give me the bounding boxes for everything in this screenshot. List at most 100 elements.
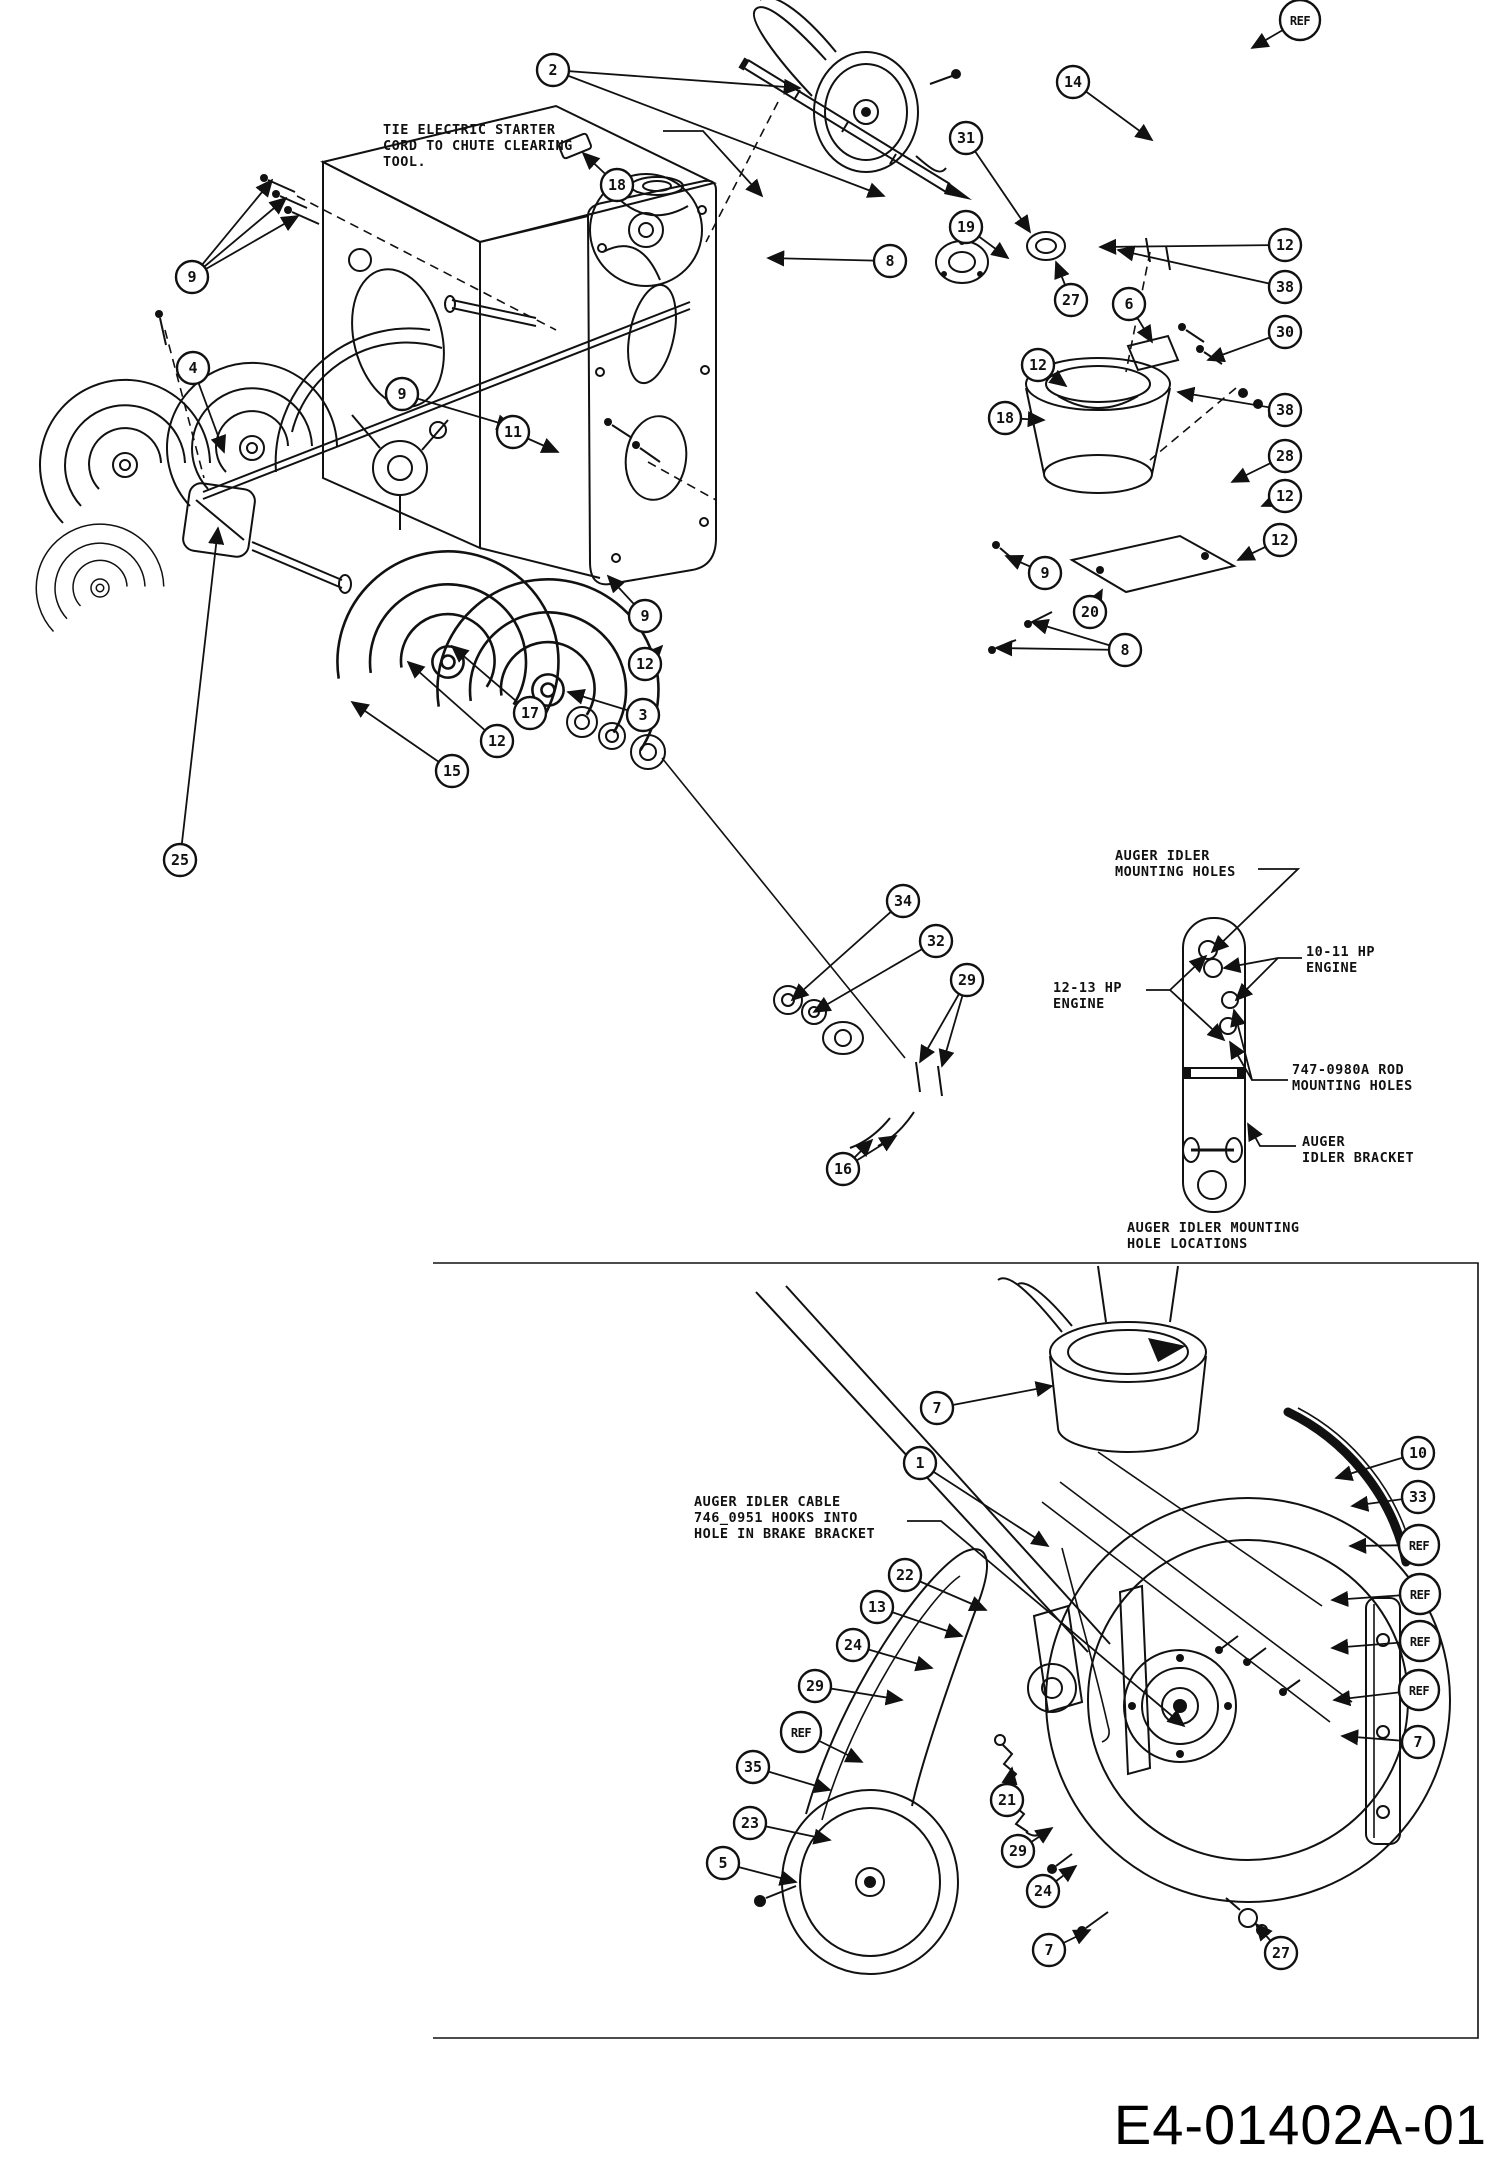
svg-text:4: 4 (188, 359, 197, 377)
callout-12: 12 (1260, 478, 1303, 514)
svg-text:23: 23 (741, 1814, 759, 1832)
callout-29: 29 (797, 1668, 904, 1706)
auger-idler-bracket-label: AUGER IDLER BRACKET (1302, 1134, 1415, 1166)
callout-21: 21 (989, 1766, 1025, 1818)
engine-12-13-hp-label: 12-13 HP ENGINE (1053, 980, 1123, 1012)
rod-mounting-holes-label: 747-0980A ROD MOUNTING HOLES (1292, 1062, 1413, 1094)
auger-idler-cable-note: AUGER IDLER CABLE 746_0951 HOOKS INTO HO… (694, 1494, 876, 1542)
svg-text:REF: REF (1409, 1539, 1429, 1553)
svg-text:20: 20 (1081, 603, 1099, 621)
callout-7: 7 (1340, 1724, 1436, 1760)
svg-text:REF: REF (1410, 1635, 1430, 1649)
tie-starter-cord-note: TIE ELECTRIC STARTER CORD TO CHUTE CLEAR… (383, 122, 573, 170)
svg-text:17: 17 (521, 704, 539, 722)
svg-text:27: 27 (1272, 1944, 1290, 1962)
svg-text:35: 35 (744, 1758, 762, 1776)
callout-12: 12 (1098, 227, 1303, 263)
callout-28: 28 (1230, 438, 1303, 483)
inset-label-leaders (663, 130, 1302, 1728)
svg-text:5: 5 (718, 1854, 727, 1872)
svg-text:18: 18 (996, 409, 1014, 427)
svg-text:7: 7 (1044, 1941, 1053, 1959)
engine-10-11-hp-label: 10-11 HP ENGINE (1306, 944, 1376, 976)
callout-7: 7 (919, 1381, 1054, 1426)
svg-text:15: 15 (443, 762, 461, 780)
svg-text:11: 11 (504, 423, 522, 441)
callout-22: 22 (887, 1557, 988, 1612)
callout-3: 3 (566, 689, 661, 733)
svg-text:21: 21 (998, 1791, 1016, 1809)
svg-text:9: 9 (397, 385, 406, 403)
svg-text:12: 12 (1029, 356, 1047, 374)
svg-text:24: 24 (1034, 1882, 1052, 1900)
svg-text:1: 1 (915, 1454, 924, 1472)
callout-8: 8 (994, 618, 1143, 668)
svg-text:34: 34 (894, 892, 912, 910)
callout-29: 29 (1000, 1826, 1054, 1869)
callout-2: 2 (535, 52, 886, 198)
svg-text:9: 9 (640, 607, 649, 625)
callout-38: 38 (1116, 245, 1303, 305)
callout-ref: REF (1332, 1668, 1441, 1712)
svg-text:REF: REF (1409, 1684, 1429, 1698)
callout-16: 16 (825, 1135, 898, 1187)
callout-27: 27 (1053, 260, 1089, 318)
callout-10: 10 (1334, 1435, 1436, 1482)
callout-5: 5 (705, 1845, 798, 1886)
inset-caption: AUGER IDLER MOUNTING HOLE LOCATIONS (1127, 1220, 1300, 1252)
svg-text:18: 18 (608, 176, 626, 194)
svg-text:30: 30 (1276, 323, 1294, 341)
callout-19: 19 (948, 209, 1010, 260)
callout-12: 12 (1020, 347, 1068, 388)
callout-23: 23 (732, 1805, 832, 1845)
callout-8: 8 (766, 243, 908, 279)
svg-text:9: 9 (187, 268, 196, 286)
svg-text:25: 25 (171, 851, 189, 869)
svg-text:27: 27 (1062, 291, 1080, 309)
svg-text:7: 7 (1413, 1733, 1422, 1751)
callout-25: 25 (162, 526, 225, 878)
callout-17: 17 (450, 644, 548, 731)
svg-text:9: 9 (1040, 564, 1049, 582)
callout-27: 27 (1254, 1922, 1299, 1971)
callout-13: 13 (859, 1589, 964, 1639)
callout-29: 29 (919, 962, 985, 1068)
svg-text:2: 2 (548, 61, 557, 79)
callout-35: 35 (735, 1749, 832, 1794)
svg-text:10: 10 (1409, 1444, 1427, 1462)
svg-text:32: 32 (927, 932, 945, 950)
callout-33: 33 (1350, 1479, 1436, 1515)
svg-text:12: 12 (636, 655, 654, 673)
callout-20: 20 (1072, 588, 1108, 630)
svg-text:38: 38 (1276, 401, 1294, 419)
callout-9: 9 (1004, 555, 1063, 591)
svg-text:24: 24 (844, 1636, 862, 1654)
svg-text:29: 29 (806, 1677, 824, 1695)
callout-32: 32 (812, 923, 954, 1013)
auger-idler-mounting-holes-label: AUGER IDLER MOUNTING HOLES (1115, 848, 1236, 880)
callout-18: 18 (987, 400, 1046, 436)
svg-text:7: 7 (932, 1399, 941, 1417)
callout-15: 15 (350, 700, 470, 789)
drawing-number: E4-01402A-01 (1113, 2093, 1487, 2156)
callout-6: 6 (1111, 286, 1153, 344)
callout-30: 30 (1206, 314, 1303, 363)
svg-text:12: 12 (1276, 236, 1294, 254)
svg-text:12: 12 (488, 732, 506, 750)
svg-text:REF: REF (791, 1726, 811, 1740)
svg-text:19: 19 (957, 218, 975, 236)
auger-housing-assembly-art (35, 0, 1278, 1149)
auger-idler-bracket-inset-art (1182, 917, 1246, 1213)
svg-text:REF: REF (1290, 14, 1310, 28)
svg-text:31: 31 (957, 129, 975, 147)
svg-text:33: 33 (1409, 1488, 1427, 1506)
svg-text:16: 16 (834, 1160, 852, 1178)
callout-38: 38 (1176, 386, 1303, 428)
callout-34: 34 (790, 883, 921, 1002)
svg-text:38: 38 (1276, 278, 1294, 296)
svg-text:14: 14 (1064, 73, 1082, 91)
callout-12: 12 (406, 660, 515, 759)
callout-14: 14 (1055, 64, 1154, 142)
